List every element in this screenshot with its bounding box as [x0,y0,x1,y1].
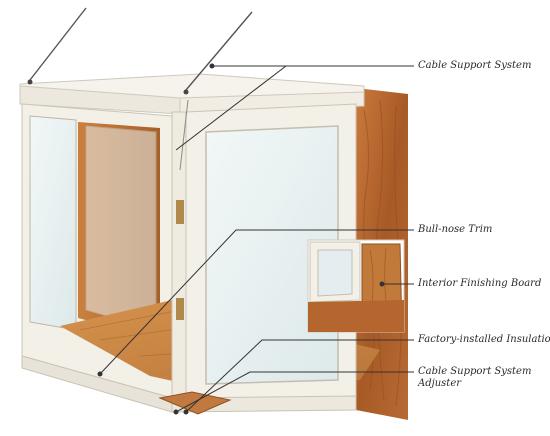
center-mullion [171,111,187,405]
cable-anchor-right [183,89,189,95]
cable-right [185,11,253,91]
leader-bull-nose [99,229,414,375]
leader-insulation [185,339,414,413]
label-cable-support-system: Cable Support System [418,60,532,71]
label-bull-nose-trim: Bull-nose Trim [418,224,493,235]
leader-dot-adjuster [173,409,179,415]
label-factory-installed-insulation: Factory-installed Insulation [418,334,550,345]
leader-dot-bull [97,371,103,377]
cable-left [29,7,87,81]
inset-glass [317,249,353,297]
leader-dot-finishing [379,281,385,287]
label-interior-finishing-board: Interior Finishing Board [418,278,542,289]
head-board-side [179,91,365,115]
right-glass [205,125,339,385]
leader-lines [97,63,414,415]
hinge-lower [176,298,184,320]
hinge-upper [176,200,184,224]
leader-dot-insulation [183,409,189,415]
left-glass-outer [29,115,77,331]
leader-dot-cable [209,63,215,69]
cable-anchor-left [27,79,33,85]
left-glass-inner [85,125,157,331]
label-cable-support-system-adjuster: Cable Support System Adjuster [418,366,532,389]
inset-sill [308,300,404,332]
leader-adjuster [175,371,414,413]
leader-cable-support-diag [175,65,287,151]
seat-grain [79,309,331,371]
cable-inner [179,99,189,171]
